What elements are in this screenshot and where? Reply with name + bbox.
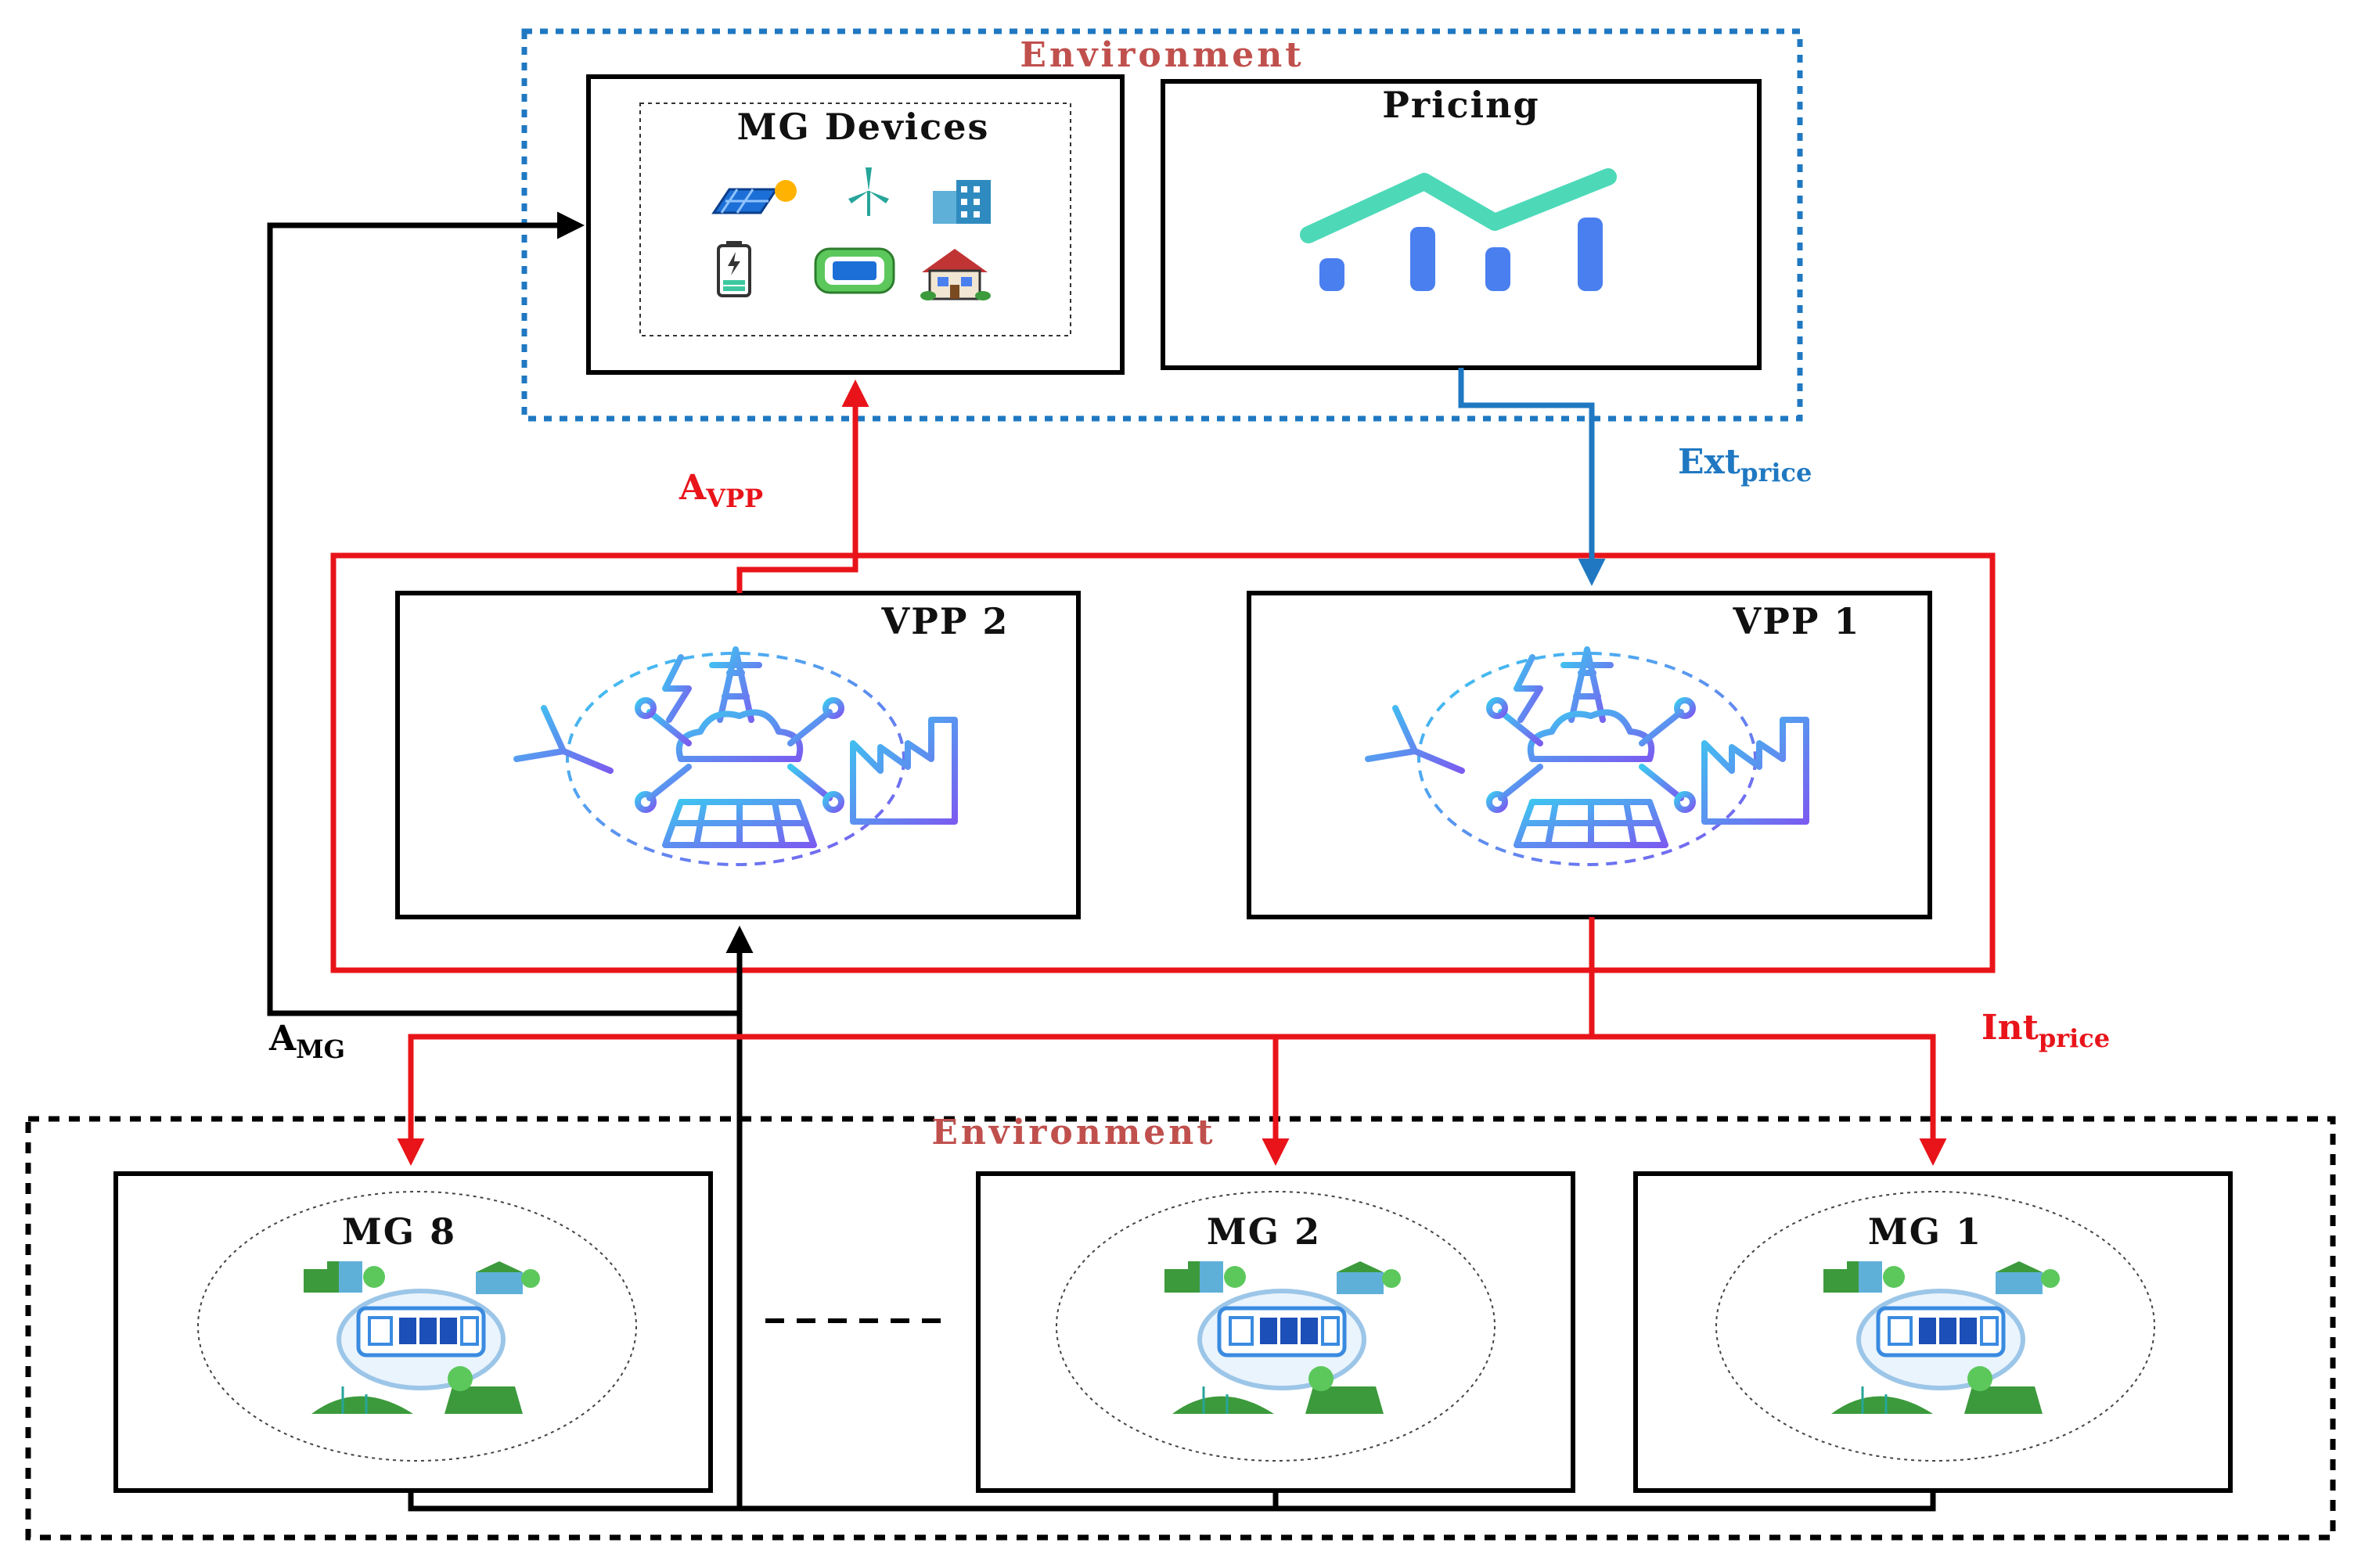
mg8-title: MG 8 (342, 1210, 456, 1253)
mg2-box: MG 2 (976, 1171, 1575, 1493)
pricing-bar (1319, 258, 1344, 291)
int-price-arrows (397, 917, 1947, 1166)
environment-bottom-border (25, 1116, 2336, 1541)
vpp-container (330, 552, 1996, 973)
mg8-box: MG 8 (113, 1171, 713, 1493)
vpp1-title: VPP 1 (1733, 600, 1861, 642)
generator-icon (814, 247, 895, 294)
a-mg-flow (267, 211, 1936, 1512)
pricing-bar (1578, 218, 1603, 291)
mg1-title: MG 1 (1868, 1210, 1982, 1253)
battery-icon (717, 241, 751, 297)
vpp1-box: VPP 1 (1247, 591, 1932, 919)
a-vpp-label: AVPP (678, 468, 763, 513)
a-vpp-arrow (736, 379, 869, 593)
pricing-title: Pricing (1382, 84, 1539, 126)
pricing-box: Pricing (1161, 79, 1762, 370)
vpp2-title: VPP 2 (881, 600, 1010, 642)
building-icon (933, 180, 991, 224)
mg-devices-title: MG Devices (737, 106, 990, 148)
ext-price-arrow (1458, 368, 1606, 586)
mg2-title: MG 2 (1207, 1210, 1321, 1253)
vpp2-box: VPP 2 (395, 591, 1081, 919)
int-price-label: Intprice (1981, 1008, 2110, 1053)
mg-devices-box: MG Devices (586, 74, 1125, 375)
house-icon (920, 249, 991, 300)
pricing-bar (1485, 247, 1510, 291)
solar-panel-icon (711, 180, 797, 214)
pricing-bar (1410, 227, 1435, 291)
pricing-trend-line (1300, 168, 1617, 243)
environment-top-label: Environment (1020, 35, 1304, 75)
ext-price-label: Extprice (1678, 442, 1812, 487)
wind-turbine-icon (848, 167, 889, 216)
environment-bottom-label: Environment (931, 1113, 1215, 1153)
mg1-box: MG 1 (1633, 1171, 2233, 1493)
a-mg-label: AMG (268, 1019, 345, 1064)
